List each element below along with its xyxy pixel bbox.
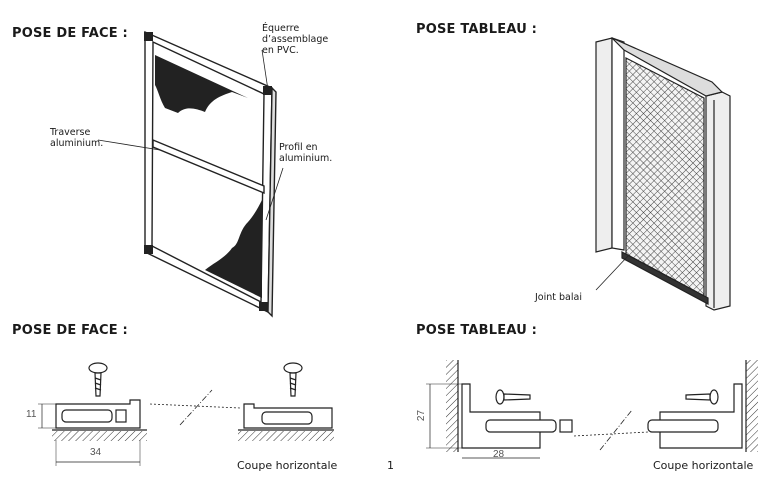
dimension-face-width: 34 — [90, 447, 102, 458]
tableau-section-drawing — [426, 360, 758, 459]
face-frame-illustration — [97, 30, 284, 318]
section-title-tableau-top: POSE TABLEAU : — [416, 22, 538, 37]
dimension-face-height: 11 — [26, 409, 37, 420]
page-number: 1 — [387, 459, 394, 472]
dimension-tableau-width: 28 — [493, 449, 505, 460]
screw-icon-tableau-right — [685, 389, 719, 405]
section-title-face-bottom: POSE DE FACE : — [12, 323, 128, 338]
callout-traverse: Traverse aluminium. — [50, 127, 104, 149]
section-title-tableau-bottom: POSE TABLEAU : — [416, 323, 538, 338]
caption-coupe-left: Coupe horizontale — [237, 459, 338, 472]
section-title-face-top: POSE DE FACE : — [12, 26, 128, 41]
screw-icon-tableau-left — [495, 389, 531, 405]
callout-equerre: Équerre d’assemblage en PVC. — [262, 23, 329, 56]
callout-profil: Profil en aluminium. — [279, 142, 333, 164]
callout-joint-balai: Joint balai — [535, 292, 582, 303]
tableau-frame-illustration — [595, 37, 731, 311]
screw-icon-left — [88, 362, 108, 397]
screw-icon-right — [283, 362, 303, 397]
dimension-tableau-height: 27 — [416, 409, 428, 422]
caption-coupe-right: Coupe horizontale — [653, 459, 754, 472]
face-section-drawing — [38, 362, 334, 466]
